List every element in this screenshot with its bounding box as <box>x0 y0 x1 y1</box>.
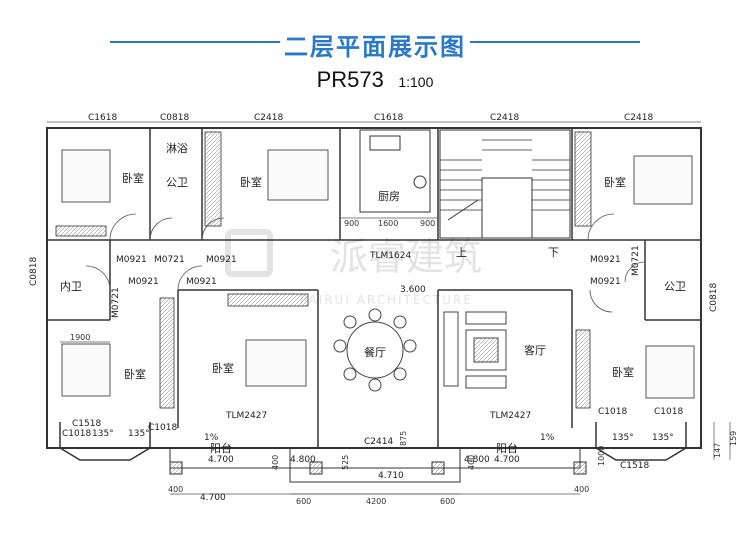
room-public-bath-1: 公卫 <box>166 176 188 189</box>
level-4700-2: 4.700 <box>494 455 520 465</box>
level-4700-1: 4.700 <box>208 455 234 465</box>
door-m0721-2: M0721 <box>111 287 121 318</box>
window-c2418-2: C2418 <box>490 113 519 123</box>
stair-down: 下 <box>548 246 559 259</box>
door-tlm1624: TLM1624 <box>369 251 411 261</box>
dim-4200: 4200 <box>366 497 386 506</box>
window-c1018-1: C1018 <box>62 429 91 439</box>
level-3600: 3.600 <box>400 285 426 295</box>
plan-subtitle: PR573 1:100 <box>0 67 750 93</box>
dim-900-1: 900 <box>344 219 359 228</box>
dim-1900: 1900 <box>70 333 90 342</box>
angle-4: 135° <box>652 433 674 443</box>
plan-code: PR573 <box>316 67 384 92</box>
door-m0921-4: M0921 <box>186 277 217 287</box>
room-bedroom-1: 卧室 <box>122 171 144 185</box>
room-kitchen: 厨房 <box>378 190 400 203</box>
dimension-lines <box>47 121 731 495</box>
door-tlm2427-2: TLM2427 <box>489 411 531 421</box>
dim-147: 147 <box>713 443 722 458</box>
angle-2: 135° <box>128 429 150 439</box>
room-bedroom-5: 卧室 <box>212 361 234 375</box>
dining-table <box>333 308 417 392</box>
door-m0721-1: M0721 <box>154 255 185 265</box>
slope-2: 1% <box>540 433 555 443</box>
window-c2418-1: C2418 <box>254 113 283 123</box>
dim-900-2: 900 <box>420 219 435 228</box>
room-public-bath-2: 公卫 <box>664 280 686 293</box>
dim-400-2: 400 <box>574 485 589 494</box>
door-m0921-5: M0921 <box>590 255 621 265</box>
window-c1518-2: C1518 <box>620 461 649 471</box>
dim-400-4: 400 <box>467 455 476 470</box>
angle-1: 135° <box>92 429 114 439</box>
window-c0818-2: C0818 <box>29 257 39 286</box>
door-m0921-3: M0921 <box>206 255 237 265</box>
window-c0818-3: C0818 <box>709 283 719 312</box>
window-c2414: C2414 <box>364 437 393 447</box>
room-bedroom-3: 卧室 <box>604 175 626 189</box>
window-c1618-1: C1618 <box>88 113 117 123</box>
window-c2418-3: C2418 <box>624 113 653 123</box>
door-tlm2427-1: TLM2427 <box>225 411 267 421</box>
room-bedroom-2: 卧室 <box>240 175 262 189</box>
stair-up: 上 <box>456 246 467 259</box>
dim-875: 875 <box>399 431 408 446</box>
window-c0818-1: C0818 <box>160 113 189 123</box>
door-swings <box>85 213 646 313</box>
window-c1018-2: C1018 <box>148 423 177 433</box>
room-dining: 餐厅 <box>364 345 386 359</box>
window-c1518-1: C1518 <box>72 419 101 429</box>
walls <box>46 127 702 483</box>
slope-1: 1% <box>204 433 219 443</box>
room-bedroom-6: 卧室 <box>612 365 634 379</box>
dim-400-3: 400 <box>271 455 280 470</box>
window-c1018-4: C1018 <box>654 407 683 417</box>
watermark: 派睿建筑 PAIRUI ARCHITECTURE <box>225 229 482 307</box>
room-bedroom-4: 卧室 <box>124 367 146 381</box>
beds <box>61 149 695 399</box>
watermark-latin: PAIRUI ARCHITECTURE <box>300 293 473 307</box>
header-rule-right <box>470 41 640 43</box>
plan-scale: 1:100 <box>398 74 434 90</box>
room-private-bath: 内卫 <box>60 279 82 293</box>
angle-3: 135° <box>612 433 634 443</box>
level-4800-1: 4.800 <box>290 455 316 465</box>
room-balcony-2: 阳台 <box>496 441 518 455</box>
dim-525: 525 <box>341 455 350 470</box>
room-shower: 淋浴 <box>166 142 188 155</box>
room-living: 客厅 <box>524 343 546 357</box>
page-title: 二层平面展示图 <box>284 33 466 61</box>
dim-600-2: 600 <box>440 497 455 506</box>
level-4710: 4.710 <box>378 471 404 481</box>
dim-1600: 1600 <box>378 219 398 228</box>
level-4800-2: 4.800 <box>464 455 490 465</box>
door-m0921-6: M0921 <box>590 277 621 287</box>
window-c1018-3: C1018 <box>598 407 627 417</box>
door-m0721-3: M0721 <box>631 245 641 276</box>
sofa-set <box>443 311 507 389</box>
dim-159: 159 <box>729 431 738 446</box>
level-4700-3: 4.700 <box>200 493 226 503</box>
door-m0921-1: M0921 <box>116 255 147 265</box>
dim-600-1: 600 <box>296 497 311 506</box>
door-m0921-2: M0921 <box>128 277 159 287</box>
window-c1618-2: C1618 <box>374 113 403 123</box>
room-balcony-1: 阳台 <box>210 441 232 455</box>
header-rule-left <box>110 41 280 43</box>
watermark-brand: 派睿建筑 <box>330 235 482 279</box>
dim-1000: 1000 <box>597 446 606 466</box>
dim-400-1: 400 <box>168 485 183 494</box>
